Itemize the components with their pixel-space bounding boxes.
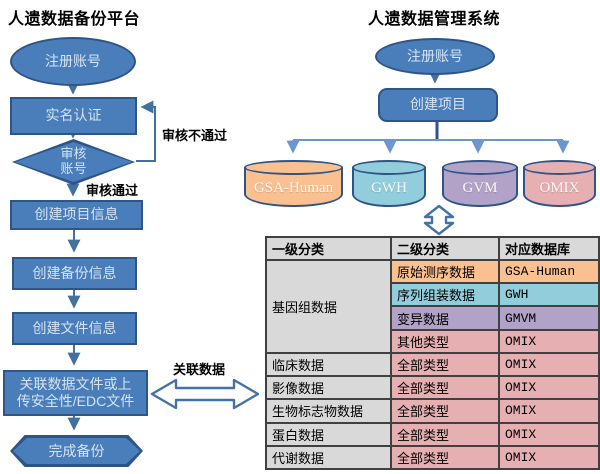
table-cell-database: GWH bbox=[498, 282, 600, 308]
node-label: 实名认证 bbox=[45, 107, 102, 124]
node-label-line2: 账号 bbox=[60, 161, 87, 176]
table-cell-level1: 蛋白数据 bbox=[265, 421, 392, 447]
table-cell-database: OMIX bbox=[498, 444, 600, 471]
table-cell-level2: 全部类型 bbox=[390, 444, 500, 471]
node-backup-complete: 完成备份 bbox=[10, 435, 143, 467]
table-header-row: 一级分类 二级分类 对应数据库 bbox=[265, 236, 600, 261]
table-cell-level1: 基因组数据 bbox=[265, 259, 392, 354]
cylinder-top bbox=[244, 160, 343, 175]
node-label: 创建备份信息 bbox=[32, 264, 117, 281]
node-label-line1: 关联数据文件或上 bbox=[19, 375, 132, 392]
edge-label-review-fail: 审核不通过 bbox=[162, 128, 228, 143]
table-cell-database: OMIX bbox=[498, 328, 600, 354]
node-link-data-files: 关联数据文件或上 传安全性/EDC文件 bbox=[3, 370, 148, 416]
table-cell-level2: 全部类型 bbox=[390, 351, 500, 378]
table-row: 代谢数据 全部类型 OMIX bbox=[265, 444, 600, 471]
table-header-database: 对应数据库 bbox=[498, 236, 600, 261]
node-label: 创建项目信息 bbox=[34, 206, 119, 223]
table-cell-level1: 代谢数据 bbox=[265, 444, 392, 471]
table-cell-level2: 其他类型 bbox=[390, 328, 500, 354]
database-label: GWH bbox=[371, 180, 407, 196]
node-register-account-right: 注册账号 bbox=[375, 38, 495, 75]
table-row: 蛋白数据 全部类型 OMIX bbox=[265, 421, 600, 447]
classification-table: 一级分类 二级分类 对应数据库 基因组数据 原始测序数据 GSA-Human 序… bbox=[265, 236, 600, 471]
cylinder-top bbox=[523, 160, 596, 175]
double-arrow-vertical-icon bbox=[423, 204, 455, 236]
node-create-project: 创建项目 bbox=[378, 88, 498, 122]
table-cell-database: OMIX bbox=[498, 398, 600, 424]
node-label: 注册账号 bbox=[45, 52, 101, 69]
node-review-account-decision: 审核 账号 bbox=[12, 139, 135, 185]
node-realname-auth: 实名认证 bbox=[10, 97, 137, 135]
table-cell-database: GMVM bbox=[498, 305, 600, 331]
table-row: 基因组数据 原始测序数据 GSA-Human bbox=[265, 258, 600, 354]
node-label-text: 完成备份 bbox=[48, 442, 105, 459]
table-row: 其他类型 OMIX bbox=[266, 328, 600, 354]
table-row: 临床数据 全部类型 OMIX bbox=[265, 351, 600, 378]
edge-label-review-pass: 审核通过 bbox=[86, 183, 139, 198]
right-flow-title: 人遗数据管理系统 bbox=[368, 11, 501, 28]
database-cylinder-omix: OMIX bbox=[523, 160, 596, 207]
node-label: 审核 账号 bbox=[12, 139, 135, 185]
table-cell-level2: 序列组装数据 bbox=[390, 282, 500, 308]
hexagon-fill bbox=[13, 438, 140, 464]
node-create-backup-info: 创建备份信息 bbox=[12, 257, 137, 290]
table-cell-level1: 临床数据 bbox=[265, 351, 392, 378]
table-cell-level2: 全部类型 bbox=[390, 375, 500, 401]
node-label: 完成备份 bbox=[10, 435, 143, 467]
node-label: 创建项目 bbox=[410, 96, 466, 113]
cylinder-top bbox=[352, 160, 426, 175]
edge-label-link-data: 关联数据 bbox=[173, 362, 226, 377]
table-cell-database: OMIX bbox=[498, 351, 600, 378]
database-cylinder-gwh: GWH bbox=[352, 160, 426, 207]
table-cell-level1: 影像数据 bbox=[265, 375, 392, 401]
table-cell-database: OMIX bbox=[498, 421, 600, 447]
node-label-line1: 审核 bbox=[60, 146, 87, 162]
database-cylinder-gsa-human: GSA-Human bbox=[244, 160, 343, 207]
table-cell-level2: 全部类型 bbox=[390, 421, 500, 447]
table-row: 影像数据 全部类型 OMIX bbox=[265, 375, 600, 401]
node-register-account-left: 注册账号 bbox=[10, 37, 136, 86]
table-cell-database: GSA-Human bbox=[498, 258, 600, 285]
left-flow-title: 人遗数据备份平台 bbox=[8, 11, 141, 28]
database-cylinder-gvm: GVM bbox=[442, 160, 518, 207]
table-row: 变异数据 GMVM bbox=[266, 305, 600, 331]
table-cell-level2: 全部类型 bbox=[390, 398, 500, 424]
table-header-level2: 二级分类 bbox=[390, 236, 500, 261]
node-label: 注册账号 bbox=[407, 47, 463, 64]
node-create-file-info: 创建文件信息 bbox=[12, 312, 137, 345]
database-label: GVM bbox=[462, 180, 498, 196]
table-row: 序列组装数据 GWH bbox=[266, 282, 600, 308]
database-label: GSA-Human bbox=[253, 180, 334, 196]
database-label: OMIX bbox=[539, 180, 580, 196]
review-fail-loop-arrow bbox=[136, 100, 156, 162]
table-cell-level2: 变异数据 bbox=[390, 305, 500, 331]
table-cell-database: OMIX bbox=[498, 375, 600, 401]
node-create-project-info: 创建项目信息 bbox=[10, 200, 143, 230]
table-header-level1: 一级分类 bbox=[265, 236, 392, 261]
double-arrow-horizontal-icon bbox=[150, 378, 260, 410]
table-row: 生物标志物数据 全部类型 OMIX bbox=[265, 398, 600, 424]
table-cell-level2: 原始测序数据 bbox=[390, 258, 500, 285]
node-label: 创建文件信息 bbox=[32, 319, 117, 336]
cylinder-top bbox=[442, 160, 518, 175]
table-cell-level1: 生物标志物数据 bbox=[265, 398, 392, 424]
node-label-line2: 传安全性/EDC文件 bbox=[16, 393, 135, 409]
